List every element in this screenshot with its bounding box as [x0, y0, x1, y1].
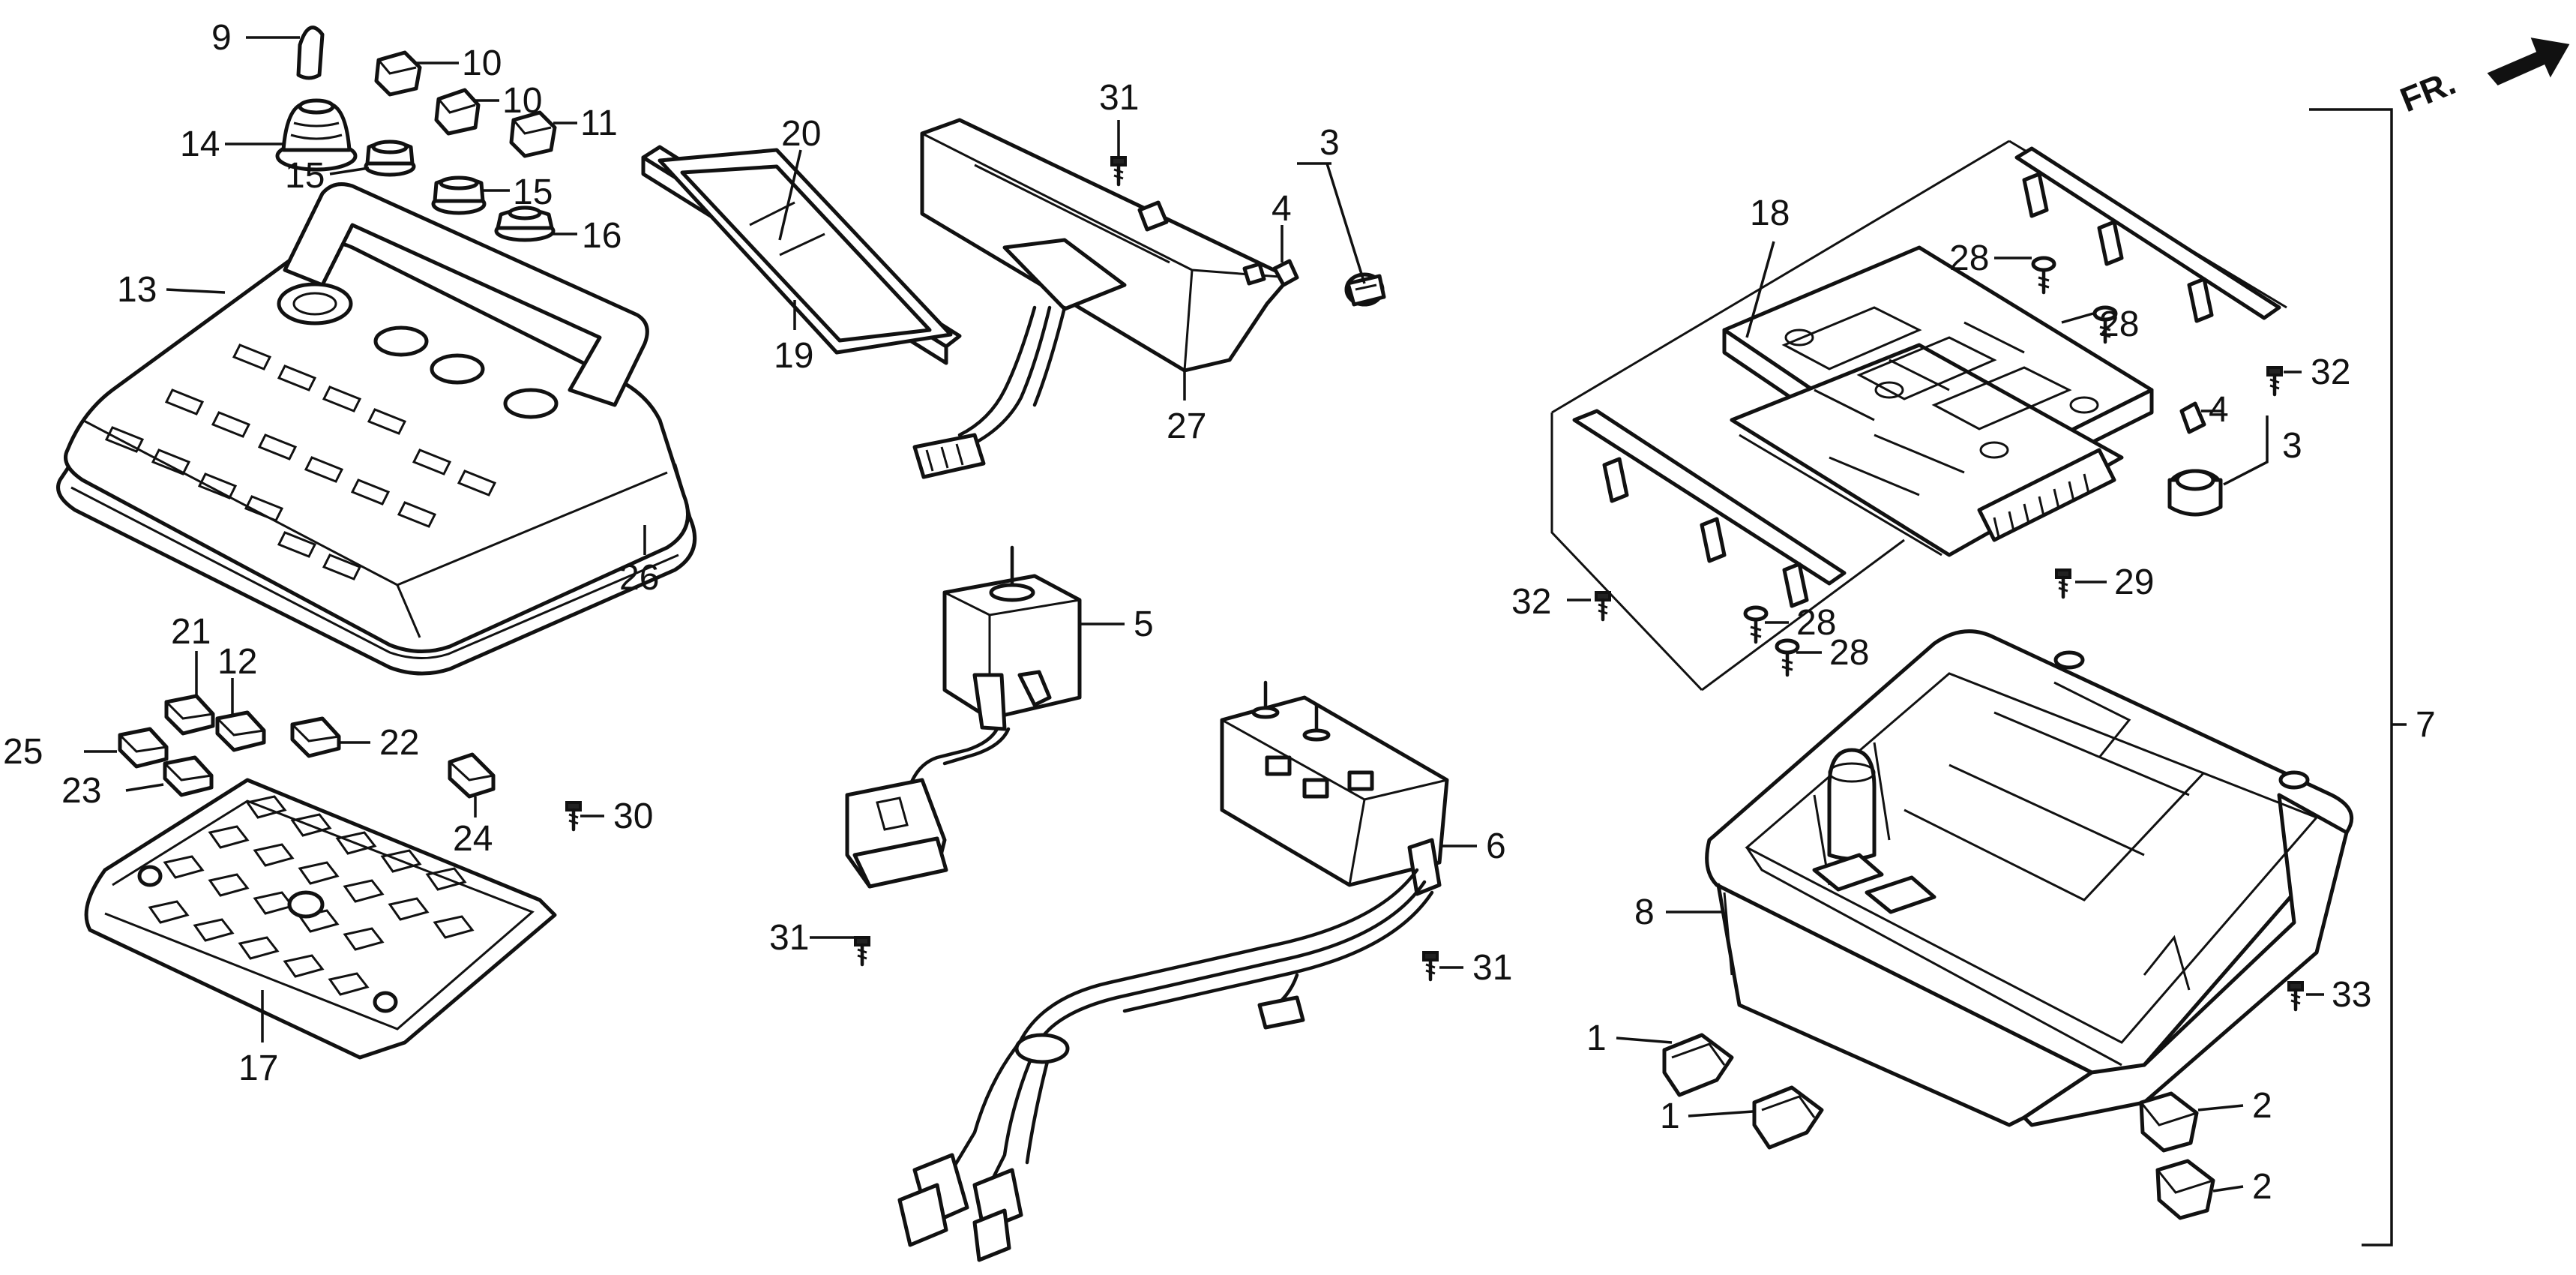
part-8-lower-case	[1705, 629, 2354, 1127]
callout-15: 15	[513, 172, 553, 212]
part-24-button	[448, 752, 496, 799]
callout-17: 17	[238, 1048, 278, 1088]
callout-1: 1	[1586, 1018, 1607, 1058]
callout-30: 30	[613, 796, 653, 836]
callout-31: 31	[1472, 948, 1512, 988]
callout-29: 29	[2114, 562, 2154, 602]
part-4-bulb-upper	[1272, 259, 1299, 287]
callout-28: 28	[2099, 304, 2139, 344]
part-2-clip-lower	[2155, 1159, 2215, 1220]
part-22-button	[290, 716, 341, 758]
part-30-screw	[567, 802, 580, 830]
callout-26: 26	[619, 558, 659, 598]
leader-lines	[84, 36, 2324, 1192]
callout-14: 14	[180, 124, 220, 164]
part-6-switch-unit	[897, 680, 1449, 1262]
callout-31: 31	[1099, 78, 1139, 118]
callout-32: 32	[1511, 582, 1551, 622]
callout-33: 33	[2332, 975, 2371, 1015]
part-3-bulb-socket-upper	[1344, 272, 1386, 307]
callout-18: 18	[1750, 194, 1790, 233]
callout-28: 28	[1829, 633, 1869, 673]
button-group	[118, 694, 496, 799]
part-4-bulb-right	[2179, 401, 2206, 434]
front-direction-label: FR.	[2395, 62, 2461, 119]
part-3-bulb-socket-right	[2167, 469, 2223, 517]
callout-12: 12	[217, 642, 257, 682]
part-11-knob	[509, 110, 557, 158]
part-10-knob-lower	[434, 88, 481, 136]
part-33-screw	[2289, 982, 2302, 1010]
callout-8: 8	[1634, 892, 1655, 932]
callout-10: 10	[502, 81, 542, 121]
callout-3: 3	[2282, 426, 2302, 466]
callout-10: 10	[462, 44, 502, 83]
part-9-lever-knob	[296, 26, 325, 80]
callout-2: 2	[2252, 1167, 2272, 1207]
part-10-knob-upper	[374, 50, 422, 97]
part-14-rotary-knob	[275, 98, 358, 172]
callout-28: 28	[1949, 238, 1989, 278]
part-2-clip-upper	[2139, 1091, 2199, 1153]
part-13-control-panel-housing	[64, 182, 690, 653]
callout-24: 24	[453, 819, 493, 859]
part-15-knob-left	[364, 140, 416, 177]
callout-19: 19	[774, 336, 813, 376]
callout-27: 27	[1167, 406, 1206, 446]
callout-15: 15	[285, 156, 325, 196]
callout-25: 25	[3, 732, 43, 772]
callout-23: 23	[61, 771, 101, 811]
part-1-clip-lower	[1752, 1085, 1824, 1150]
callout-5: 5	[1134, 604, 1154, 644]
part-19-display-lens	[657, 148, 953, 355]
callout-4: 4	[2209, 390, 2229, 430]
part-28-pin-c	[1745, 608, 1766, 642]
callout-9: 9	[211, 18, 232, 58]
part-31-screw-right	[1424, 952, 1437, 980]
part-21-button	[164, 694, 215, 736]
callout-1: 1	[1660, 1096, 1680, 1136]
callout-22: 22	[379, 723, 419, 763]
part-18-control-unit-assembly	[1550, 140, 2287, 692]
callout-13: 13	[117, 270, 157, 310]
part-1-clip-upper	[1662, 1033, 1734, 1097]
part-31-screw-upper	[1112, 158, 1125, 184]
part-16-knob	[494, 206, 556, 242]
callout-4: 4	[1272, 189, 1292, 229]
callout-3: 3	[1319, 123, 1340, 163]
part-17-button-circuit-board	[84, 778, 557, 1060]
callout-21: 21	[171, 612, 211, 652]
part-28-pin-d	[1777, 640, 1798, 675]
part-23-button	[163, 755, 214, 797]
callout-7: 7	[2416, 705, 2436, 745]
part-32-screw-left	[1596, 592, 1610, 620]
callout-32: 32	[2311, 352, 2350, 392]
front-arrow-icon	[2487, 38, 2570, 86]
knob-group	[275, 26, 557, 242]
part-28-pin-a	[2033, 258, 2054, 292]
callout-28: 28	[1796, 603, 1836, 643]
part-5-actuator	[845, 545, 1082, 889]
part-32-screw-right	[2268, 368, 2281, 394]
callout-6: 6	[1486, 826, 1506, 866]
callout-11: 11	[580, 104, 618, 143]
part-31-screw-left	[855, 938, 869, 964]
part-15-knob-right	[431, 176, 487, 215]
part-12-button	[215, 710, 266, 752]
part-27-display-module	[912, 118, 1292, 479]
callout-31: 31	[769, 918, 809, 958]
front-direction-marker: FR.	[2395, 38, 2570, 119]
callout-labels: 9 10 10 11 14 15 15 16 13 26 20 19 31 27…	[3, 18, 2436, 1207]
callout-16: 16	[582, 216, 622, 256]
callout-2: 2	[2252, 1086, 2272, 1126]
assembly-7-bracket	[2309, 108, 2393, 1246]
part-29-screw	[2056, 570, 2070, 597]
callout-20: 20	[781, 114, 821, 154]
part-25-button	[118, 727, 169, 769]
